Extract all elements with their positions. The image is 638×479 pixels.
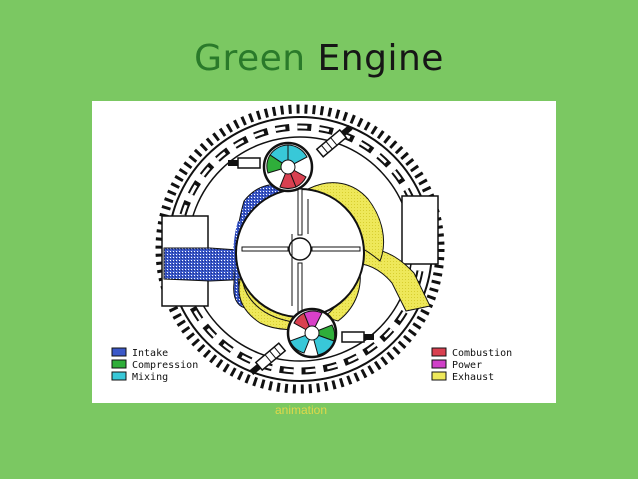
legend-label-power: Power bbox=[452, 360, 482, 371]
legend-left: Intake Compression Mixing bbox=[111, 347, 198, 383]
spark-plug-top-right bbox=[315, 124, 353, 158]
legend-swatch-exhaust bbox=[431, 371, 447, 381]
central-rotor bbox=[235, 188, 365, 318]
combustion-chamber-bottom bbox=[286, 307, 338, 359]
legend-label-exhaust: Exhaust bbox=[452, 372, 494, 383]
spark-plug-bottom-right bbox=[341, 331, 374, 343]
legend-swatch-mixing bbox=[111, 371, 127, 381]
legend-swatch-intake bbox=[111, 347, 127, 357]
title-word-engine: Engine bbox=[317, 38, 444, 79]
animation-caption[interactable]: animation bbox=[275, 403, 328, 417]
spark-plug-top-left bbox=[228, 157, 261, 169]
legend-swatch-combustion bbox=[431, 347, 447, 357]
legend-label-intake: Intake bbox=[132, 348, 168, 359]
legend-label-compression: Compression bbox=[132, 360, 198, 371]
title-word-green: Green bbox=[194, 38, 306, 79]
legend-label-combustion: Combustion bbox=[452, 348, 512, 359]
legend-right: Combustion Power Exhaust bbox=[431, 347, 512, 383]
intake-port bbox=[161, 215, 255, 307]
legend-swatch-power bbox=[431, 359, 447, 369]
engine-diagram-drawing: Intake Compression Mixing Combustion Pow… bbox=[111, 104, 512, 394]
combustion-chamber-top bbox=[262, 141, 314, 193]
exhaust-port bbox=[361, 195, 439, 312]
slide-title: Green Engine bbox=[0, 38, 638, 79]
legend-swatch-compression bbox=[111, 359, 127, 369]
engine-diagram: Intake Compression Mixing Combustion Pow… bbox=[92, 101, 556, 403]
legend-label-mixing: Mixing bbox=[132, 372, 168, 383]
spark-plug-bottom-left bbox=[249, 342, 287, 376]
